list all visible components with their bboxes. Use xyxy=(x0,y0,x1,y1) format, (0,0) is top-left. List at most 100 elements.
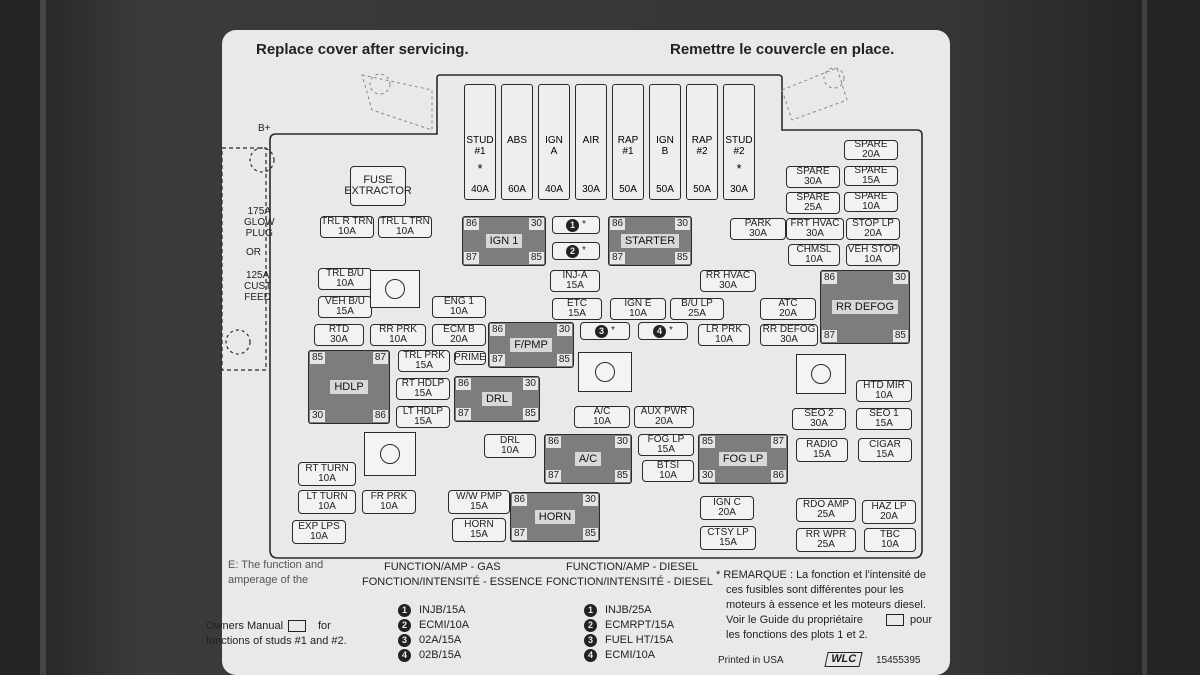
relay-terminal: 30 xyxy=(310,410,326,422)
fuse-amp: 20A xyxy=(864,228,882,239)
maxi-fuse-amp: 30A xyxy=(582,184,600,195)
remark-0: * REMARQUE : La fonction et l'intensité … xyxy=(716,569,926,581)
fuse-name: SPARE xyxy=(854,191,888,202)
fuse-name: SPARE xyxy=(796,166,830,177)
relay-terminal: 87 xyxy=(512,528,528,540)
plot-function: INJB/15A xyxy=(419,604,466,616)
maxi-fuse-name: RAP #1 xyxy=(617,135,639,157)
relay-terminal: 87 xyxy=(610,252,626,264)
fuse-name: RT TURN xyxy=(305,463,349,474)
fuse-name: TRL PRK xyxy=(403,350,445,361)
relay-terminal: 86 xyxy=(770,470,786,482)
part-number: 15455395 xyxy=(876,655,921,666)
relay-terminal: 85 xyxy=(674,252,690,264)
relay-terminal: 86 xyxy=(456,378,472,390)
fuse-name: CIGAR xyxy=(869,439,901,450)
maxi-fuse-name: IGN A xyxy=(545,135,563,157)
mounting-hole xyxy=(364,432,416,476)
fuse-amp: 10A xyxy=(318,501,336,512)
fuse-name: RR DEFOG xyxy=(762,324,816,335)
maxi-fuse-amp: 60A xyxy=(508,184,526,195)
fuse-amp: 15A xyxy=(566,280,584,291)
fuse-name: PARK xyxy=(744,218,772,229)
wlc-logo: WLC xyxy=(824,652,863,667)
relay-name: FOG LP xyxy=(718,452,768,466)
plot-number: 1 xyxy=(398,604,411,617)
fuse-amp: 10A xyxy=(396,226,414,237)
fuse-name: INJ-A xyxy=(562,270,588,281)
plot-function: INJB/25A xyxy=(605,604,652,616)
fuse-amp: 25A xyxy=(817,509,835,520)
relay-name: HDLP xyxy=(330,380,368,394)
plot-number: 4 xyxy=(584,649,597,662)
plot-4-number: 4 xyxy=(653,324,667,338)
gas-title-fr: FONCTION/INTENSITÉ - ESSENCE xyxy=(362,576,543,588)
fuse-name: SEO 2 xyxy=(804,408,834,419)
plot-4-star: * xyxy=(669,325,673,336)
fuse-name: EXP LPS xyxy=(298,521,340,532)
fuse-amp: 30A xyxy=(749,228,767,239)
label-outline xyxy=(221,67,923,559)
fuse-prime: PRIME xyxy=(454,351,486,365)
relay-terminal: 87 xyxy=(822,330,838,342)
plot-3: 3* xyxy=(580,322,630,340)
fuse-name: VEH B/U xyxy=(324,296,365,307)
fuse-name: HORN xyxy=(464,519,494,530)
fuse-name: FOG LP xyxy=(647,434,685,445)
relay-terminal: 30 xyxy=(700,470,716,482)
fuse-name: RTD xyxy=(328,324,350,335)
fuse-name: TRL B/U xyxy=(326,268,364,279)
relay-name: DRL xyxy=(481,392,512,406)
cover-rib-right xyxy=(1142,0,1147,675)
fuse-name: RDO AMP xyxy=(802,499,850,510)
relay-name: IGN 1 xyxy=(485,234,523,248)
relay-terminal: 87 xyxy=(546,470,562,482)
fuse-amp: 10A xyxy=(864,254,882,265)
fuse-amp: 10A xyxy=(389,334,407,345)
fuse-amp: 15A xyxy=(719,537,737,548)
fuse-name: LR PRK xyxy=(705,324,743,335)
fuse-amp: 15A xyxy=(657,444,675,455)
fuse-name: ECM B xyxy=(443,324,475,335)
fuse-name: AUX PWR xyxy=(640,406,688,417)
fuse-amp: 30A xyxy=(806,228,824,239)
fuse-amp: 20A xyxy=(880,511,898,522)
fuse-name: TBC xyxy=(880,529,900,540)
fuse-amp: 10A xyxy=(805,254,823,265)
plot-function: 02A/15A xyxy=(419,634,462,646)
fuse-name: LT TURN xyxy=(306,491,348,502)
fuse-name: FR PRK xyxy=(370,491,408,502)
fuse-name: DRL xyxy=(499,435,520,446)
fuse-amp: 25A xyxy=(804,202,822,213)
fuse-amp: 15A xyxy=(470,529,488,540)
fuse-name: SPARE xyxy=(854,139,888,150)
